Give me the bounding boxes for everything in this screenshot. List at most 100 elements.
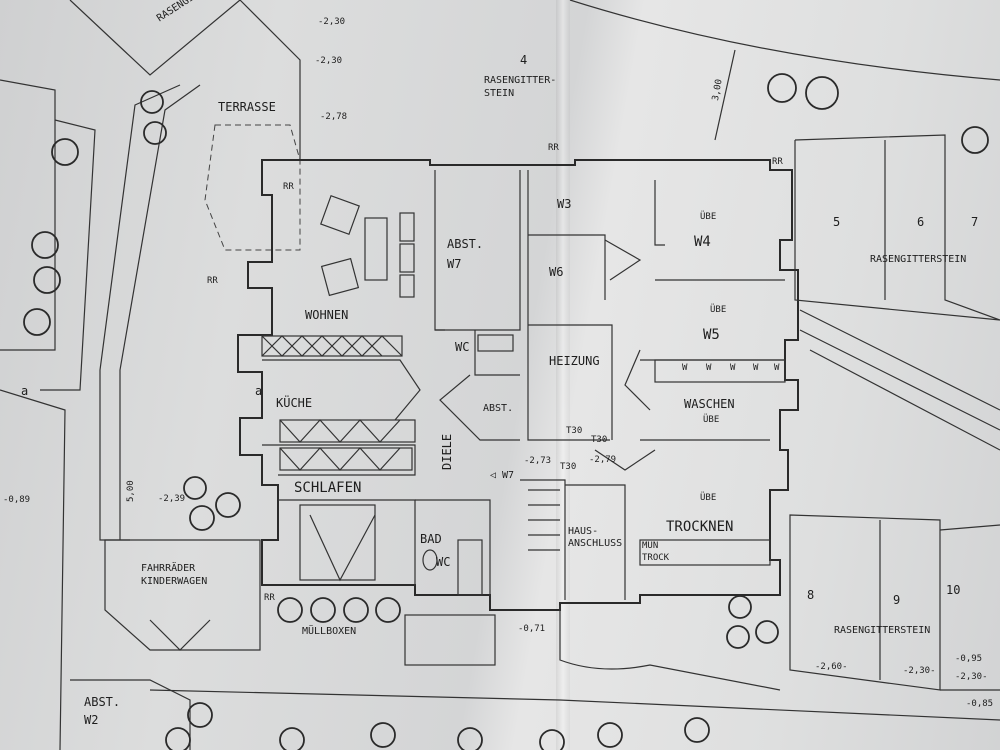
bin-4	[375, 597, 401, 623]
dryers-row	[639, 539, 771, 566]
dim-line-300	[714, 49, 736, 141]
wall-schlafen	[278, 499, 416, 585]
bottom-box	[404, 614, 496, 666]
room-label-abst-small: ABST.	[483, 403, 514, 414]
level-278: -2,78	[320, 112, 348, 122]
door-swing-2	[624, 349, 651, 411]
shrub-16	[187, 702, 213, 728]
wall-heizung	[527, 170, 610, 441]
label-rasengitter-right: RASENGITTERSTEIN	[870, 254, 967, 265]
door-swing-3	[594, 449, 656, 471]
garden-edge-left2	[40, 119, 96, 391]
level-071: -0,71	[518, 624, 546, 634]
shrub-8	[215, 492, 241, 518]
wall-wohnen-right	[434, 170, 445, 331]
wc-fixture	[477, 334, 514, 352]
label-mun: MUN	[642, 541, 659, 551]
marker-ube-2: ÜBE	[710, 305, 727, 315]
bathtub	[457, 539, 483, 596]
room-label-abst-w7-1: ABST.	[447, 237, 484, 251]
level-236: -2,30	[315, 56, 343, 66]
label-muellboxen: MÜLLBOXEN	[302, 626, 357, 637]
shrub-12	[961, 126, 989, 154]
room-label-wc-lower: WC	[436, 555, 451, 569]
room-label-heizung: HEIZUNG	[549, 354, 600, 368]
bed-cover	[309, 514, 376, 582]
marker-t30-a: T30	[566, 426, 583, 436]
room-label-trocknen: TROCKNEN	[666, 519, 734, 535]
room-label-hausanschluss-2: ANSCHLUSS	[568, 538, 623, 549]
washer-w-5: W	[774, 363, 780, 373]
marker-w7-arrow: ◁ W7	[490, 470, 515, 481]
marker-rr-5: RR	[283, 182, 294, 192]
bin-2	[310, 597, 336, 623]
room-label-waschen: WASCHEN	[684, 397, 735, 411]
level-239: -2,39	[158, 494, 186, 504]
chair-2	[399, 243, 415, 273]
terrace-outline	[204, 124, 301, 251]
room-label-kueche: KÜCHE	[276, 396, 313, 410]
driveway-edge-inner	[119, 84, 201, 540]
shrub-1	[51, 138, 79, 166]
shrub-13	[728, 595, 752, 619]
armchair-2	[320, 257, 360, 297]
shrub-15	[755, 620, 779, 644]
room-label-schlafen: SCHLAFEN	[294, 480, 362, 496]
room-label-wc-upper: WC	[455, 340, 470, 354]
marker-rr-3: RR	[772, 157, 783, 167]
dimension-260: -2,60-	[815, 662, 848, 672]
room-label-w3: W3	[557, 197, 572, 211]
shrub-19	[370, 722, 396, 748]
wall-wc-upper	[474, 330, 520, 376]
hatch-right	[799, 309, 1000, 451]
bin-1	[277, 597, 303, 623]
washer-w-3: W	[730, 363, 736, 373]
stair	[528, 489, 560, 551]
building-outline	[237, 159, 799, 611]
label-rasengitter-top-2: STEIN	[484, 88, 515, 99]
marker-rr-1: RR	[207, 276, 218, 286]
level-279: -2,79	[589, 455, 617, 465]
toilet	[422, 549, 438, 571]
shrub-3	[33, 266, 61, 294]
shrub-11	[805, 76, 839, 110]
label-fahrraeder: FAHRRÄDER	[141, 563, 196, 574]
shrub-9	[189, 505, 215, 531]
armchair-1	[320, 195, 360, 235]
shrub-7	[183, 476, 207, 500]
room-label-diele: DIELE	[440, 433, 454, 470]
shrub-4	[23, 308, 51, 336]
washer-w-2: W	[706, 363, 712, 373]
bottom-curve	[559, 605, 781, 691]
parking-right	[794, 134, 1000, 321]
bike-shed	[104, 539, 261, 651]
room-label-w4: W4	[694, 234, 711, 250]
parcel-line-left	[0, 389, 66, 750]
wall-w4	[654, 180, 665, 246]
hallway-diag	[439, 374, 520, 441]
parking-slot-9: 9	[893, 593, 901, 607]
wall-hausanschluss	[565, 484, 626, 600]
shrub-5	[140, 90, 164, 114]
chair-1	[399, 212, 415, 242]
garden-edge-left	[0, 79, 56, 351]
shrub-17	[165, 727, 191, 750]
bin-3	[343, 597, 369, 623]
shrub-6	[143, 121, 167, 145]
room-label-abst-w2-2: W2	[84, 713, 99, 727]
lower-edge	[149, 689, 1000, 721]
paper-fold	[556, 0, 570, 750]
parking-bottom-right	[939, 524, 1000, 691]
level-230: -2,30	[318, 17, 346, 27]
path-edge-top	[239, 0, 301, 160]
shrub-23	[684, 717, 710, 743]
section-marker-a-left: a	[21, 384, 29, 398]
wall-stair	[520, 479, 566, 600]
parking-slot-7: 7	[971, 215, 979, 229]
ramp-outline-left	[69, 0, 241, 76]
wall-kueche-bottom	[262, 444, 416, 476]
marker-ube-4: ÜBE	[700, 493, 717, 503]
shrub-14	[726, 625, 750, 649]
washer-w-4: W	[753, 363, 759, 373]
